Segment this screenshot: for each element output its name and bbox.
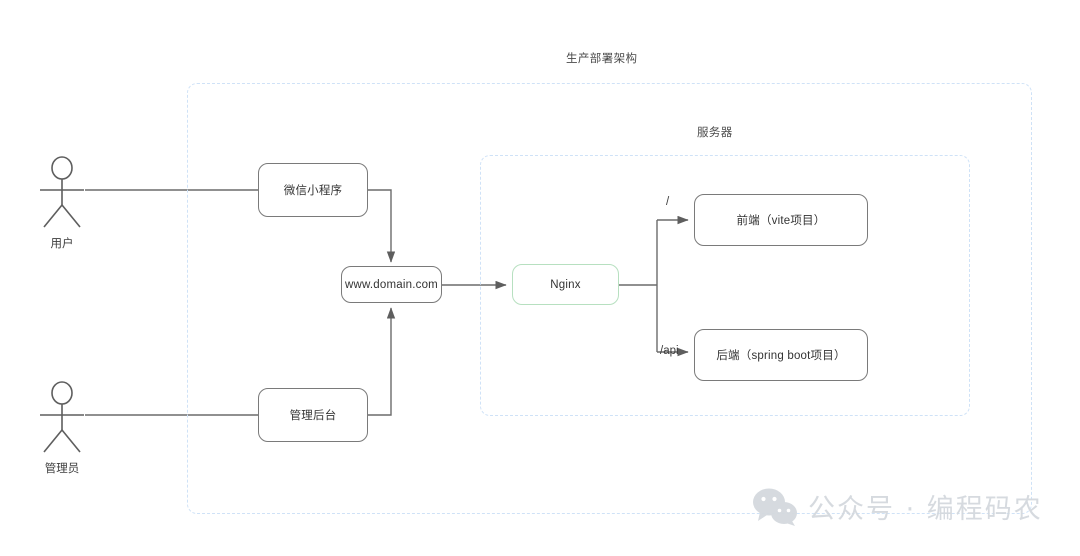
edge-adminpanel-to-domain (368, 307, 396, 416)
edge-miniprogram-to-domain (368, 189, 396, 263)
server-group-container (480, 155, 970, 416)
actor-user-label: 用户 (50, 238, 74, 250)
node-wechat-miniprogram[interactable]: 微信小程序 (258, 163, 368, 217)
actor-admin: 管理员 (27, 380, 97, 475)
edge-label-root: / (666, 196, 670, 208)
node-backend[interactable]: 后端（spring boot项目） (694, 329, 868, 381)
node-nginx[interactable]: Nginx (512, 264, 619, 305)
wechat-logo-icon (753, 488, 797, 526)
actor-user: 用户 (27, 155, 97, 250)
edge-label-api: /api (660, 345, 679, 357)
actor-admin-label: 管理员 (44, 463, 80, 475)
diagram-title: 生产部署架构 (566, 53, 638, 65)
person-stick-figure-icon (40, 381, 84, 453)
person-stick-figure-icon (40, 156, 84, 228)
watermark-text: 公众号 · 编程码农 (808, 494, 1043, 525)
deployment-group-container (187, 83, 1032, 514)
server-group-title: 服务器 (697, 127, 733, 139)
node-frontend[interactable]: 前端（vite项目） (694, 194, 868, 246)
node-admin-panel[interactable]: 管理后台 (258, 388, 368, 442)
watermark: 公众号 · 编程码农 (752, 487, 1043, 526)
node-domain[interactable]: www.domain.com (341, 266, 442, 303)
